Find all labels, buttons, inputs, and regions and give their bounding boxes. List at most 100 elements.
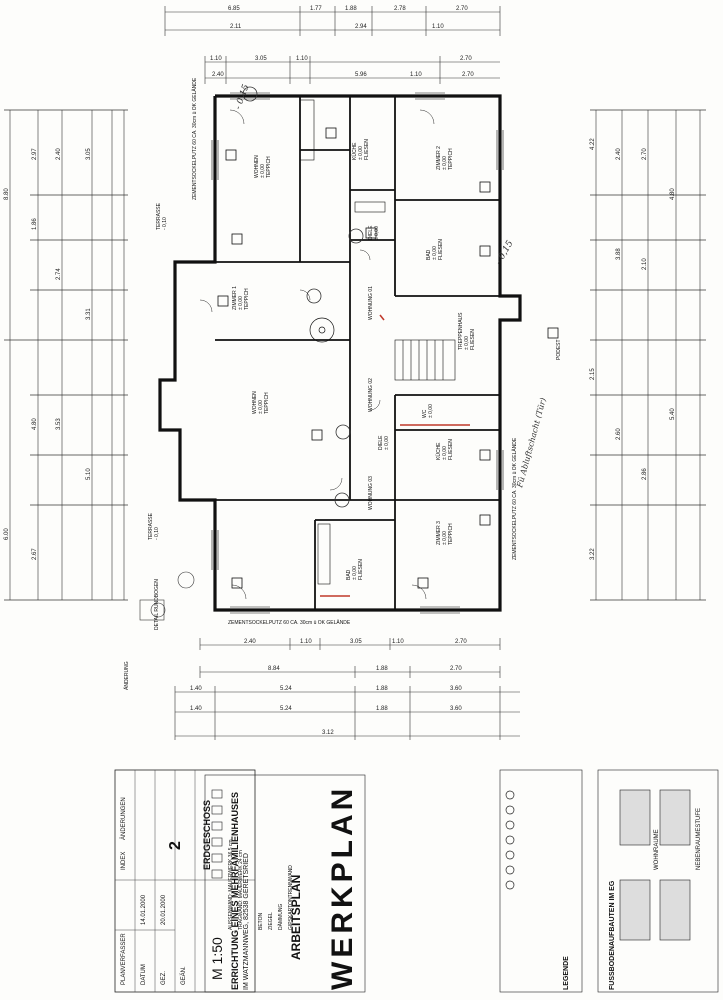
tb-index: INDEX (121, 852, 127, 870)
dim-label: 3.88 (616, 248, 622, 260)
room-number-boxes (217, 127, 559, 589)
windows (211, 92, 504, 614)
sockel-note: ZEMENTSOCKELPUTZ 60 CA. 30cm ü OK GELÄND… (511, 437, 518, 560)
room-floor: TEPPICH (244, 288, 250, 310)
dim-label: 4.22 (590, 138, 596, 150)
dim-label: 4.80 (32, 418, 38, 430)
aenderung-label: ÄNDERUNG (123, 661, 130, 690)
handwritten-note: Fü Abluftschacht (Tür) (515, 397, 548, 490)
dim-label: 1.77 (310, 6, 322, 12)
red-markers (320, 314, 470, 597)
top-dimension-lines (164, 6, 501, 84)
room-floor: FLIESEN (364, 139, 370, 160)
legend-item: GIPSKARTONTRENNWAND (288, 865, 294, 930)
room-labels: WOHNEN ± 0,00 TEPPICH KÜCHE ± 0,00 FLIES… (232, 139, 476, 580)
left-dim-labels: 8.80 2.97 2.40 3.05 1.86 2.74 3.31 6.00 … (4, 148, 92, 560)
terrace-level: - 0,10 (162, 217, 168, 230)
room-floor: FLIESEN (448, 439, 454, 460)
room-level: ± 0,00 (260, 164, 266, 178)
dim-label: 2.70 (450, 666, 462, 672)
top-dim-labels: 6.85 1.77 1.88 2.78 2.70 2.11 2.94 1.10 … (210, 6, 474, 78)
room-name: WOHNUNG 03 (368, 476, 374, 510)
dim-label: 2.40 (56, 148, 62, 160)
project-title: ERRICHTUNG EINES MEHRFAMILIENHAUSES (230, 792, 240, 990)
terrace-label: TERRASSE (148, 512, 154, 540)
room-name: DIELE (368, 225, 374, 240)
dim-label: 5.10 (86, 468, 92, 480)
detail-sketch (139, 571, 195, 621)
tb-row-label: GEZ. (161, 971, 167, 985)
dim-label: 8.80 (4, 188, 10, 200)
legend-item: TRAGWAND: MAUERWERK 24 cm (238, 850, 244, 930)
dim-label: 1.10 (300, 639, 312, 645)
staircase (394, 339, 456, 381)
room-level: ± 0,00 (432, 246, 438, 260)
dim-label: 1.88 (376, 666, 388, 672)
legend-symbols: LEGENDE (499, 769, 583, 993)
room-name: TREPPENHAUS (458, 312, 464, 350)
circled-markers (242, 86, 364, 508)
werkplan-title: WERKPLAN (326, 785, 359, 990)
dim-label: 5.40 (670, 408, 676, 420)
section-title: WOHNRAUME (654, 829, 660, 870)
room-level: ± 0,00 (238, 296, 244, 310)
room-level: ± 0,00 (384, 436, 390, 450)
dim-label: 3.31 (86, 308, 92, 320)
dim-label: 2.40 (616, 148, 622, 160)
dim-label: 5.24 (280, 706, 292, 712)
dim-label: 2.78 (394, 6, 406, 12)
room-name: WOHNUNG 02 (368, 378, 374, 412)
room-level: ± 0,00 (442, 446, 448, 460)
dim-label: 8.84 (268, 666, 280, 672)
dim-label: 3.05 (86, 148, 92, 160)
room-name: ZIMMER 3 (436, 521, 442, 545)
tb-date: 20.01.2000 (161, 894, 167, 925)
dim-label: 1.86 (32, 218, 38, 230)
dim-label: 1.10 (410, 72, 422, 78)
room-floor: FLIESEN (470, 329, 476, 350)
room-floor: TEPPICH (448, 523, 454, 545)
dim-label: 3.53 (56, 418, 62, 430)
dim-label: 3.12 (322, 730, 334, 736)
right-dim-labels: 4.22 2.40 2.70 4.80 3.88 2.10 2.15 5.40 … (590, 138, 676, 560)
dim-label: 1.10 (210, 56, 222, 62)
dim-label: 2.70 (462, 72, 474, 78)
dim-label: 5.24 (280, 686, 292, 692)
dim-label: 5.96 (355, 72, 367, 78)
dim-label: 1.10 (392, 639, 404, 645)
left-dimension-lines (4, 109, 128, 601)
dim-label: 2.40 (212, 72, 224, 78)
dim-label: 2.70 (460, 56, 472, 62)
plan-type: ARBEITSPLAN (289, 875, 303, 960)
room-name: BAD (346, 569, 352, 580)
dim-label: 2.86 (642, 468, 648, 480)
dim-label: 3.22 (590, 548, 596, 560)
dim-label: 2.11 (230, 24, 242, 30)
room-level: ± 0,00 (442, 531, 448, 545)
room-level: ± 0,00 (428, 404, 434, 418)
room-level: ± 0,00 (464, 336, 470, 350)
room-name: BAD (426, 249, 432, 260)
right-dimension-lines (590, 109, 706, 601)
room-name: WOHNEN (254, 155, 260, 178)
sockel-note: ZEMENTSOCKELPUTZ 60 CA. 30cm ü OK GELÄND… (191, 77, 198, 200)
dim-label: 1.40 (190, 686, 202, 692)
podest-label: PODEST (556, 339, 562, 360)
legend-item: BETON (258, 912, 264, 930)
legend-title: LEGENDE (563, 956, 570, 990)
room-level: ± 0,00 (258, 400, 264, 414)
room-floor: FLIESEN (438, 239, 444, 260)
floor-name: ERDGESCHOSS (202, 800, 212, 870)
door-swings (199, 109, 435, 600)
dim-label: 2.74 (56, 268, 62, 280)
dim-label: 3.60 (450, 686, 462, 692)
room-level: ± 0,00 (352, 566, 358, 580)
floor-sections: FUSSBODENAUFBAUTEN IM EG WOHNRAUME NEBEN… (597, 769, 719, 993)
dim-label: 2.70 (456, 6, 468, 12)
dim-label: 1.88 (345, 6, 357, 12)
room-floor: TEPPICH (266, 156, 272, 178)
room-level: ± 0,00 (374, 226, 380, 240)
terrace-level: - 0,10 (154, 527, 160, 540)
dim-label: 3.05 (350, 639, 362, 645)
